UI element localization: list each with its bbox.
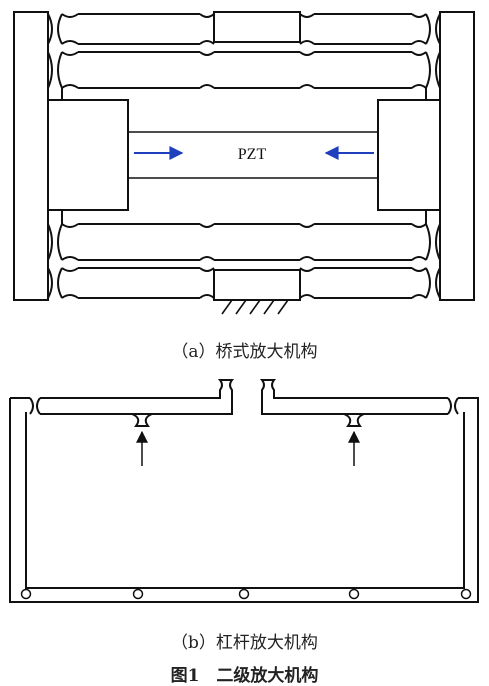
mounting-hole <box>238 588 250 600</box>
right-inner-block <box>377 99 440 211</box>
upper-left-beam-2 <box>61 51 215 89</box>
lower-left-beam-2 <box>61 267 215 299</box>
figure-caption: 图1 二级放大机构 <box>170 666 319 686</box>
upper-right-beam-2 <box>299 51 427 89</box>
bridge-amplifier-diagram <box>13 11 475 315</box>
bottom-link-lines <box>61 210 427 261</box>
mounting-hole <box>132 588 144 600</box>
lever-inner-frame <box>25 412 465 589</box>
upper-left-notches <box>47 13 63 89</box>
mounting-hole <box>20 588 32 600</box>
left-lever-hinge <box>29 397 41 415</box>
right-lever-arm <box>259 379 448 415</box>
lever-amplifier-diagram <box>9 379 479 603</box>
left-lever-arm <box>40 379 235 415</box>
upper-right-notches <box>425 13 441 89</box>
left-input-notch <box>131 413 153 427</box>
top-center-block <box>213 11 301 43</box>
lower-right-beam-2 <box>299 267 427 299</box>
caption-a: （a）桥式放大机构 <box>171 342 318 362</box>
lower-right-beam-1 <box>299 223 427 261</box>
mounting-hole <box>460 588 472 600</box>
right-frame <box>439 11 475 301</box>
ground-support <box>221 299 292 315</box>
lever-outer-frame <box>9 397 479 603</box>
lower-left-notches <box>47 223 63 299</box>
right-input-notch <box>343 413 365 427</box>
left-frame <box>13 11 49 301</box>
lower-left-beam-1 <box>61 223 215 261</box>
upper-left-beam-1 <box>61 13 215 45</box>
bottom-center-block <box>213 269 301 301</box>
pzt-label: PZT <box>238 146 267 163</box>
upper-right-beam-1 <box>299 13 427 45</box>
pzt-actuator <box>127 131 379 179</box>
lower-right-notches <box>425 223 441 299</box>
mounting-hole <box>348 588 360 600</box>
left-inner-block <box>48 99 129 211</box>
top-link-lines <box>61 51 427 100</box>
caption-b: （b）杠杆放大机构 <box>171 633 318 653</box>
mounting-holes <box>20 588 472 600</box>
right-lever-hinge <box>447 397 459 415</box>
